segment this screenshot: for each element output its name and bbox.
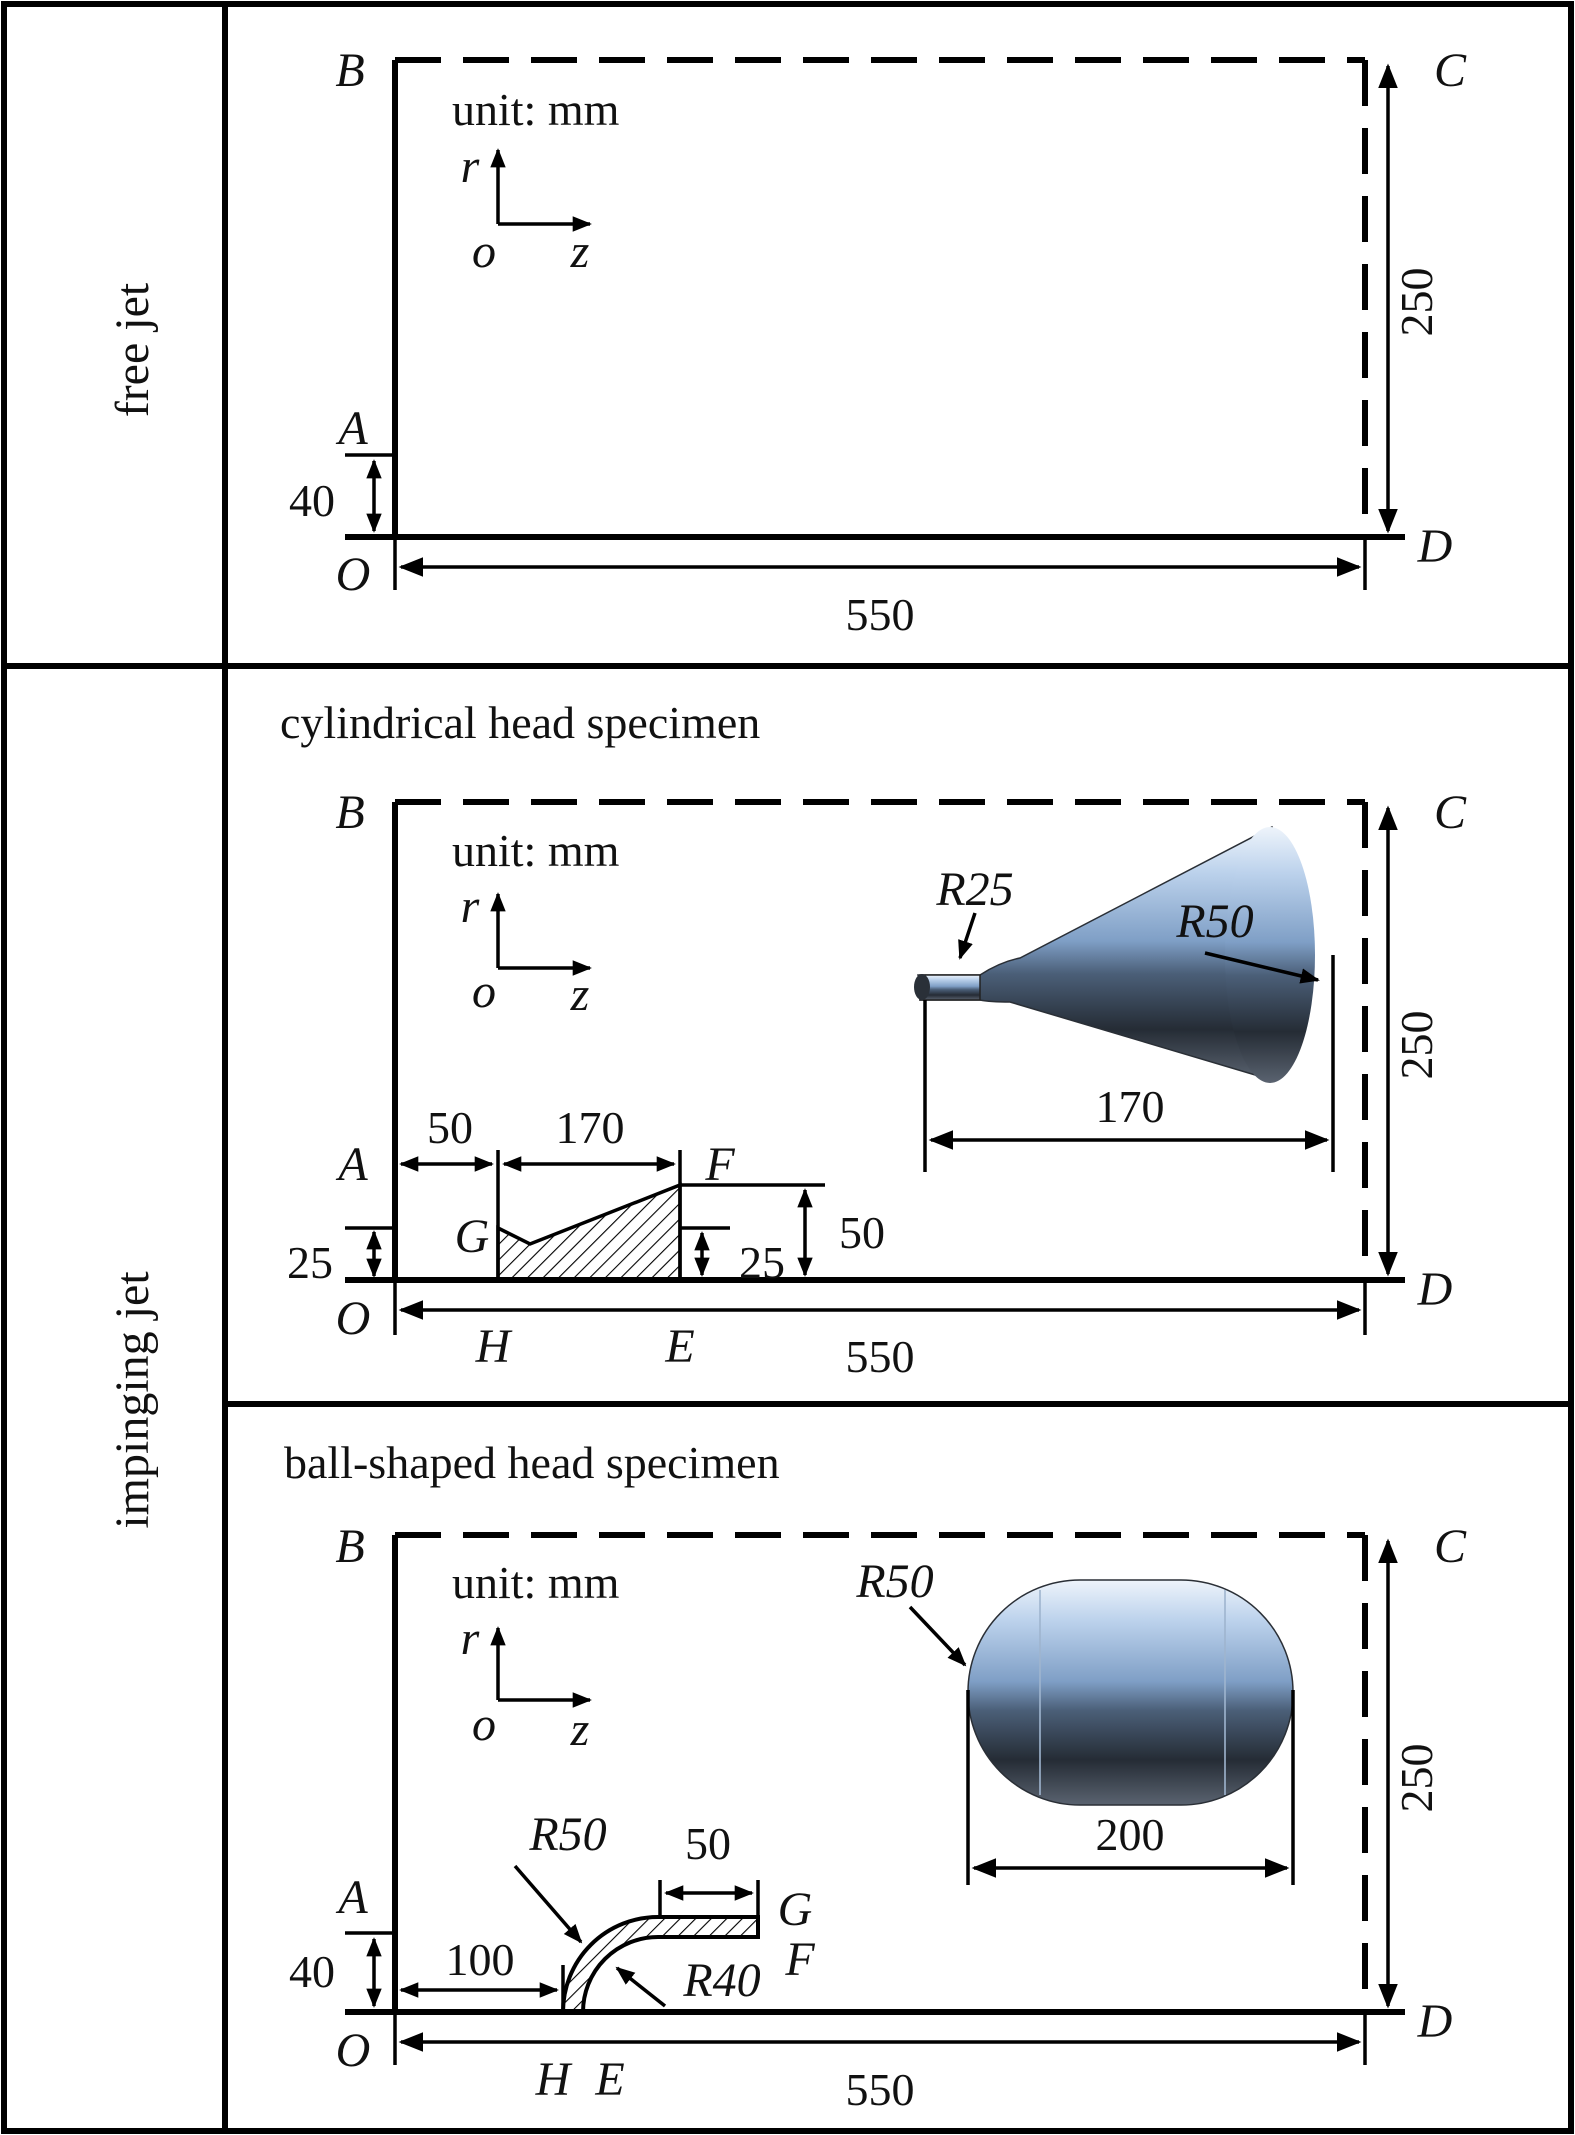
dim-domain-length: 550: [846, 2064, 915, 2115]
point-d-label: D: [1417, 1995, 1453, 2048]
point-o-label: O: [336, 1292, 371, 1345]
dim-inlet-radius-label: 25: [287, 1237, 333, 1288]
axis-r-label: r: [461, 1612, 480, 1665]
dim-inlet-height: 40: [289, 1946, 335, 1997]
dim-domain-height: 250: [1391, 1011, 1442, 1080]
axis-o-label: o: [472, 965, 496, 1018]
point-a-label: A: [335, 1138, 368, 1191]
axis-o-label: o: [472, 225, 496, 278]
unit-label: unit: mm: [452, 1557, 620, 1608]
dim-r-outer-label: R50: [528, 1808, 606, 1861]
point-o-label: O: [336, 548, 371, 601]
point-g-label: G: [778, 1883, 813, 1936]
side-label-impinging-jet: impinging jet: [106, 1271, 159, 1529]
coordinate-axes-icon: r o z: [461, 880, 592, 1021]
coordinate-axes-icon: r o z: [461, 1612, 592, 1756]
unit-label: unit: mm: [452, 825, 620, 876]
point-b-label: B: [335, 44, 364, 97]
dim-domain-height: 250: [1391, 268, 1442, 337]
dim-domain-length: 550: [846, 589, 915, 640]
ball-specimen-model: [967, 1579, 1294, 1806]
point-d-label: D: [1417, 520, 1453, 573]
dim-gf-length-label: 50: [685, 1818, 731, 1869]
unit-label: unit: mm: [452, 84, 620, 135]
axis-r-label: r: [461, 880, 480, 933]
dim-inlet-height: 40: [289, 475, 335, 526]
cylindrical-specimen-model: [914, 825, 1315, 1083]
axis-o-label: o: [472, 1698, 496, 1751]
model-length-label: 170: [1096, 1081, 1165, 1132]
model-r-small-label: R25: [935, 863, 1013, 916]
dim-offset-label: 50: [427, 1102, 473, 1153]
point-f-label: F: [704, 1138, 735, 1191]
point-d-label: D: [1417, 1263, 1453, 1316]
axis-z-label: z: [570, 1703, 590, 1756]
side-label-free-jet: free jet: [106, 282, 159, 417]
axis-r-label: r: [461, 140, 480, 193]
point-b-label: B: [335, 786, 364, 839]
dim-r-inner-label: R40: [682, 1954, 760, 2007]
dim-domain-length: 550: [846, 1331, 915, 1382]
point-c-label: C: [1434, 1520, 1467, 1573]
point-e-label: E: [594, 2053, 624, 2106]
panel-ball-head: ball-shaped head specimen B C D A O unit…: [284, 1437, 1467, 2115]
point-a-label: A: [335, 402, 368, 455]
model-r-label: R50: [855, 1555, 933, 1608]
cylindrical-specimen-section: [496, 1150, 825, 1282]
point-g-label: G: [455, 1210, 490, 1263]
axis-z-label: z: [570, 968, 590, 1021]
point-c-label: C: [1434, 786, 1467, 839]
point-h-label: H: [535, 2053, 573, 2106]
point-f-label: F: [784, 1933, 815, 1986]
model-length-label: 200: [1096, 1809, 1165, 1860]
ball-specimen-section: [560, 1880, 760, 2014]
point-a-label: A: [335, 1871, 368, 1924]
dim-specimen-length-label: 170: [556, 1102, 625, 1153]
dim-offset-label: 100: [446, 1934, 515, 1985]
point-b-label: B: [335, 1520, 364, 1573]
coordinate-axes-icon: r o z: [461, 140, 592, 278]
point-e-label: E: [664, 1320, 694, 1373]
dim-inner-radius-label: 25: [739, 1237, 785, 1288]
panel-cylindrical-head: cylindrical head specimen B C D A O unit…: [280, 697, 1467, 1382]
dim-domain-height: 250: [1391, 1744, 1442, 1813]
dim-outer-radius-label: 50: [839, 1207, 885, 1258]
panel-free-jet: B C D A O unit: mm r o z 40 550 250: [289, 44, 1467, 640]
point-o-label: O: [336, 2024, 371, 2077]
axis-z-label: z: [570, 225, 590, 278]
point-h-label: H: [475, 1320, 513, 1373]
panel-title-cylindrical: cylindrical head specimen: [280, 697, 760, 748]
panel-title-ball: ball-shaped head specimen: [284, 1437, 780, 1488]
model-r-large-label: R50: [1175, 895, 1253, 948]
point-c-label: C: [1434, 44, 1467, 97]
